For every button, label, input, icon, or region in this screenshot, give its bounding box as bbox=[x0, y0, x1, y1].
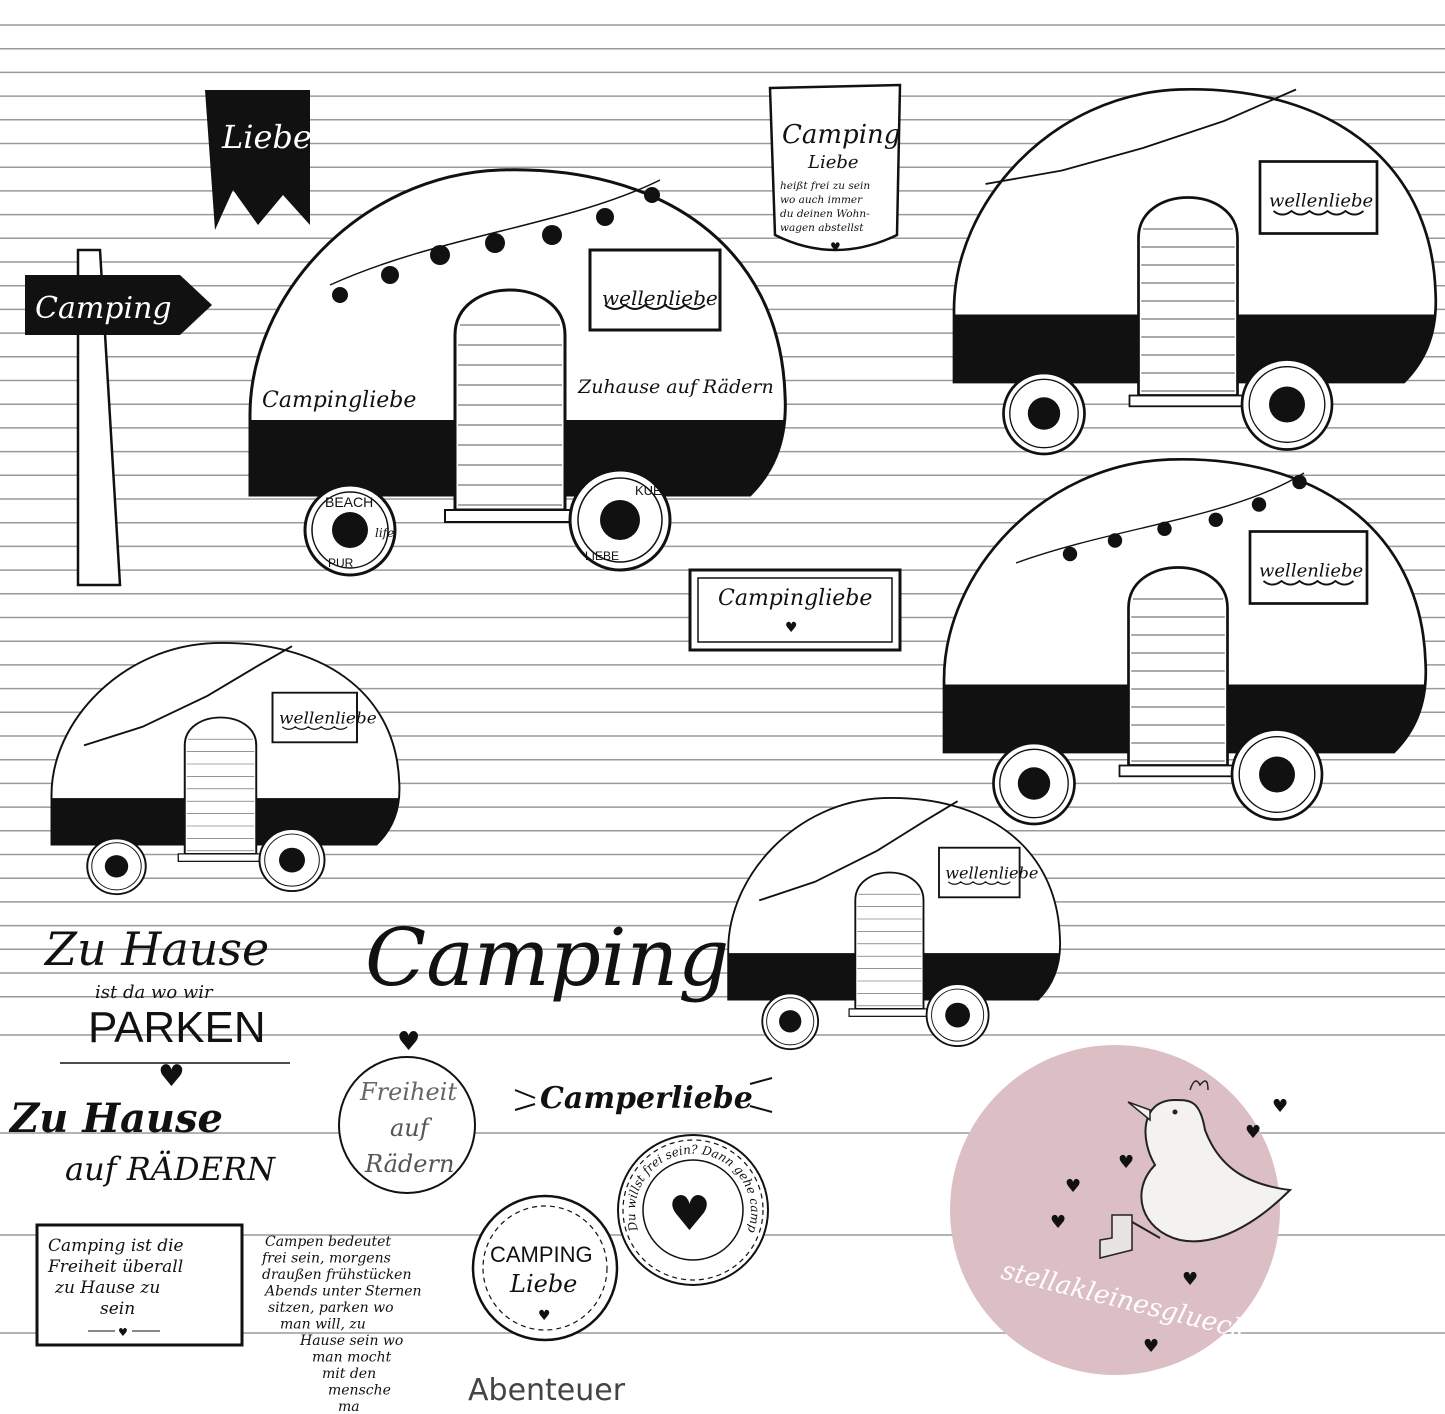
quote-line: Freiheit überall bbox=[47, 1257, 183, 1277]
wheel-text: PUR bbox=[328, 556, 354, 570]
circle-line: Rädern bbox=[364, 1150, 454, 1178]
heart-text-line: sitzen, parken wo bbox=[268, 1300, 394, 1316]
circle-line: Freiheit bbox=[359, 1078, 457, 1106]
label-text: Campingliebe bbox=[718, 586, 872, 611]
caravan-sign-text: wellenliebe bbox=[945, 864, 1038, 883]
heart-icon: ♥ ♥ ♥ ♥ ♥ ♥ ♥ bbox=[1050, 1096, 1288, 1357]
caravan-right-text: Zuhause auf Rädern bbox=[577, 376, 774, 398]
heart-icon: ♥ bbox=[668, 1186, 711, 1242]
heart-text-line: man will, zu bbox=[280, 1317, 366, 1333]
stamp-line: Liebe bbox=[509, 1270, 577, 1298]
freiheit-circle: ♥ Freiheit auf Rädern bbox=[338, 1027, 476, 1194]
quote-line: sein bbox=[100, 1299, 135, 1319]
liebe-banner: Liebe bbox=[205, 90, 312, 230]
flag-line: wo auch immer bbox=[780, 194, 863, 206]
caravan-left-text: Campingliebe bbox=[262, 388, 416, 413]
svg-text:♥: ♥ bbox=[1272, 1096, 1288, 1117]
wheel-text: life bbox=[375, 526, 394, 540]
heart-text-line: Abends unter Sternen bbox=[263, 1284, 422, 1300]
heart-icon: ♥ bbox=[158, 1059, 185, 1094]
caravan-sign-text: wellenliebe bbox=[1259, 561, 1363, 582]
quote-line: zu Hause zu bbox=[54, 1278, 160, 1298]
heart-text-line: Hause sein wo bbox=[299, 1333, 403, 1349]
heart-icon: ♥ bbox=[830, 240, 841, 254]
caravan-top-right: wellenliebe bbox=[945, 89, 1445, 454]
caravan-sign-text: wellenliebe bbox=[602, 286, 718, 310]
wheel-text: BEACH bbox=[325, 494, 373, 510]
heart-icon: ♥ bbox=[785, 620, 798, 636]
lettering-text: Camperliebe bbox=[540, 1081, 753, 1116]
flag-subtitle: Liebe bbox=[807, 152, 859, 173]
heart-text-line: draußen frühstücken bbox=[262, 1267, 411, 1283]
lettering-line: Zu Hause bbox=[8, 1095, 223, 1142]
big-caravan: wellenliebe Campingliebe Zuhause auf Räd… bbox=[240, 170, 800, 575]
abenteuer-lettering: Abenteuer bbox=[468, 1373, 626, 1408]
lettering-line: ist da wo wir bbox=[95, 982, 214, 1003]
svg-text:♥: ♥ bbox=[1245, 1122, 1261, 1143]
wheel-text: KUESTEN bbox=[635, 483, 696, 498]
caravan-bottom-middle: wellenliebe bbox=[722, 798, 1069, 1049]
svg-text:♥: ♥ bbox=[1182, 1269, 1198, 1290]
heart-icon: ♥ bbox=[118, 1326, 128, 1339]
heart-text-line: mensche bbox=[328, 1383, 391, 1399]
lettering-line: PARKEN bbox=[88, 1003, 266, 1052]
flag-line: du deinen Wohn- bbox=[780, 208, 870, 220]
heart-text-line: Campen bedeutet bbox=[265, 1234, 391, 1250]
camping-lettering: Camping bbox=[365, 911, 729, 1004]
camperliebe-lettering: Camperliebe bbox=[514, 1077, 773, 1116]
seagull-illustration bbox=[1099, 1080, 1293, 1259]
heart-text-line: ma bbox=[338, 1399, 360, 1414]
svg-text:♥: ♥ bbox=[1143, 1336, 1159, 1357]
heart-text-line: man mocht bbox=[312, 1350, 392, 1366]
flag-line: heißt frei zu sein bbox=[780, 180, 870, 192]
signpost-text: Camping bbox=[35, 291, 172, 326]
svg-text:♥: ♥ bbox=[1118, 1152, 1134, 1173]
quote-box: Camping ist die Freiheit überall zu Haus… bbox=[35, 1223, 244, 1347]
lettering-line: auf RÄDERN bbox=[65, 1150, 276, 1188]
caravan-small-left: wellenliebe bbox=[45, 643, 409, 894]
flag-line: wagen abstellst bbox=[780, 222, 864, 234]
circle-line: auf bbox=[390, 1114, 433, 1142]
quote-line: Camping ist die bbox=[48, 1236, 184, 1256]
seagull-badge: ♥♥♥♥♥♥♥ stellakleinesglueck bbox=[950, 1045, 1293, 1375]
heart-icon: ♥ bbox=[397, 1027, 420, 1057]
caravan-middle-right: wellenliebe bbox=[935, 459, 1439, 824]
zu-hause-parken-lettering: Zu Hause ist da wo wir PARKEN ♥ bbox=[43, 922, 290, 1094]
camping-liebe-flag-sign: Camping Liebe heißt frei zu sein wo auch… bbox=[768, 83, 902, 254]
stamp-line: CAMPING bbox=[490, 1242, 593, 1267]
heart-text-line: mit den bbox=[322, 1366, 376, 1382]
flag-title: Camping bbox=[782, 120, 900, 150]
campingliebe-label: Campingliebe ♥ bbox=[688, 568, 902, 652]
camping-liebe-stamp: CAMPING Liebe ♥ bbox=[471, 1194, 619, 1342]
svg-text:♥: ♥ bbox=[1065, 1176, 1081, 1197]
lettering-line: Zu Hause bbox=[43, 922, 269, 976]
svg-text:♥: ♥ bbox=[1050, 1212, 1066, 1233]
heart-text-line: frei sein, morgens bbox=[261, 1251, 391, 1267]
heart-icon: ♥ bbox=[538, 1308, 551, 1324]
camping-signpost: Camping bbox=[25, 248, 212, 587]
banner-text: Liebe bbox=[221, 118, 312, 156]
wheel-text: LIEBE bbox=[585, 549, 619, 563]
caravan-sign-text: wellenliebe bbox=[1269, 191, 1373, 212]
zu-hause-raedern-lettering: Zu Hause auf RÄDERN bbox=[8, 1095, 276, 1188]
caravan-sign-text: wellenliebe bbox=[279, 709, 377, 728]
